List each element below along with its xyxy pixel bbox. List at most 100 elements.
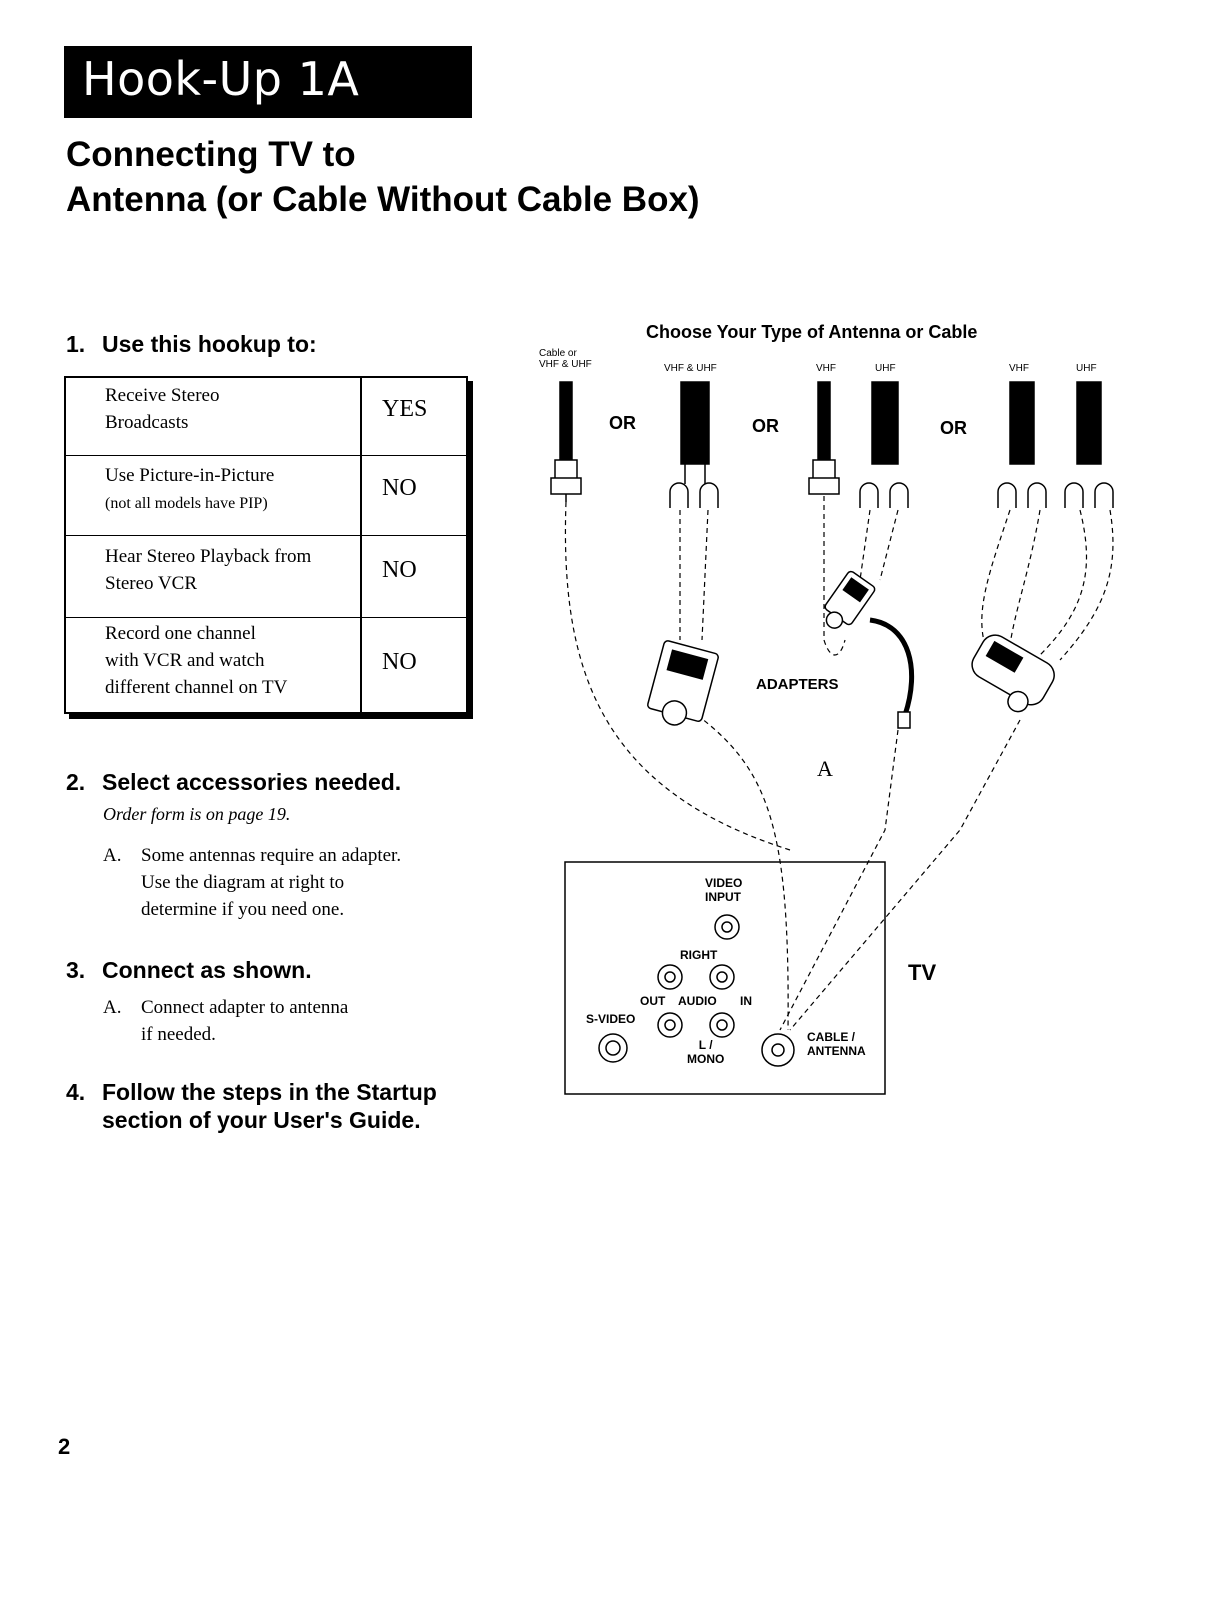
step-text: Use this hookup to: [102,331,317,357]
table-row: Receive Stereo Broadcasts YES [66,378,466,456]
step-number: 3. [66,957,86,983]
feature-cell: Record one channel with VCR and watch di… [105,620,287,701]
hookup-banner: Hook-Up 1A [64,46,472,118]
audio-label: AUDIO [678,994,717,1008]
step-3: 3. Connect as shown. [66,956,312,984]
adapter-letter: A [817,756,833,781]
feature-text: Use Picture-in-Picture [105,465,275,486]
step-text: Follow the steps in the Startup section … [102,1078,437,1134]
vhf-label: VHF [1009,363,1029,374]
audio-out-left-jack-icon [657,1012,683,1038]
item-letter: A. [103,845,122,866]
cable-antenna-label: CABLE / ANTENNA [807,1030,866,1058]
step-text: Connect as shown. [102,957,312,983]
item-text: if needed. [141,1024,216,1045]
diagram-heading: Choose Your Type of Antenna or Cable [646,322,978,342]
cable-label-line: VHF & UHF [539,359,592,370]
uhf-label: UHF [1076,363,1097,374]
panel-label: ANTENNA [807,1044,866,1058]
adapter-icon [971,634,1055,713]
accessory-item: A. Some antennas require an adapter. Use… [103,842,483,926]
step-number: 2. [66,769,86,795]
connect-item: A. Connect adapter to antenna if needed. [103,994,483,1050]
title-line-2: Antenna (or Cable Without Cable Box) [66,180,700,219]
table-row: Record one channel with VCR and watch di… [66,617,466,712]
value-cell: NO [382,649,417,675]
item-text: Connect adapter to antenna [141,997,349,1018]
table-row: Hear Stereo Playback from Stereo VCR NO [66,535,466,618]
page-number: 2 [58,1434,71,1459]
feature-cell: Hear Stereo Playback from Stereo VCR [105,543,311,597]
tv-label: TV [908,960,937,985]
table-divider [360,378,362,712]
step-text: Select accessories needed. [102,769,402,795]
banner-title: Hook-Up 1A [82,52,360,106]
or-label: OR [940,418,967,438]
coax-cable-icon [808,381,840,495]
feature-text: Stereo VCR [105,573,198,594]
item-text: Some antennas require an adapter. [141,845,402,866]
step-text-line: Follow the steps in the Startup [102,1079,437,1105]
cable-label-line: Cable or [539,348,577,359]
value-cell: YES [382,396,428,422]
wiring-illustration [550,381,1114,1095]
tv-back-panel [564,861,886,1095]
item-body: Some antennas require an adapter. Use th… [141,842,401,923]
s-video-label: S-VIDEO [586,1012,636,1026]
twin-lead-icon [669,381,719,508]
step-2: 2. Select accessories needed. [66,768,401,796]
s-video-jack-icon [598,1033,628,1063]
feature-text: with VCR and watch [105,650,265,671]
page-title: Connecting TV to Antenna (or Cable Witho… [66,132,700,222]
hookup-diagram: Choose Your Type of Antenna or Cable Cab… [520,310,1160,1110]
twin-lead-icon [859,381,909,508]
step-1: 1. Use this hookup to: [66,330,317,358]
or-label: OR [609,413,636,433]
table-row: Use Picture-in-Picture (not all models h… [66,455,466,536]
audio-in-right-jack-icon [709,964,735,990]
feature-cell: Receive Stereo Broadcasts [105,382,219,436]
feature-text: Hear Stereo Playback from [105,546,312,567]
adapter-icon [647,640,719,726]
panel-label: L / [698,1038,713,1052]
panel-label: MONO [687,1052,725,1066]
step-4: 4. Follow the steps in the Startup secti… [66,1078,437,1134]
cable-antenna-jack-icon [761,1033,795,1067]
item-letter: A. [103,997,122,1018]
title-line-1: Connecting TV to [66,135,356,174]
step-number: 4. [66,1079,86,1105]
feature-text: Record one channel [105,623,256,644]
value-cell: NO [382,557,417,583]
twin-lead-icon [1064,381,1114,508]
panel-label: CABLE / [807,1030,855,1044]
hookup-table: Receive Stereo Broadcasts YES Use Pictur… [64,376,468,714]
vhf-label: VHF [816,363,836,374]
order-form-note: Order form is on page 19. [103,804,291,824]
feature-cell: Use Picture-in-Picture (not all models h… [105,462,274,517]
out-label: OUT [640,994,666,1008]
audio-in-left-jack-icon [709,1012,735,1038]
in-label: IN [740,994,752,1008]
video-input-label: VIDEO INPUT [705,876,742,904]
value-cell: NO [382,475,417,501]
mono-label: L / MONO [687,1038,724,1066]
or-label: OR [752,416,779,436]
feature-text: different channel on TV [105,677,288,698]
vhf-uhf-label: VHF & UHF [664,363,717,374]
cable-label: Cable or VHF & UHF [539,348,592,370]
video-input-jack-icon [714,914,740,940]
feature-note: (not all models have PIP) [105,495,268,512]
item-body: Connect adapter to antenna if needed. [141,994,348,1048]
uhf-label: UHF [875,363,896,374]
item-text: determine if you need one. [141,899,345,920]
step-number: 1. [66,331,86,357]
right-label: RIGHT [680,948,718,962]
step-text-line: section of your User's Guide. [102,1107,421,1133]
panel-label: VIDEO [705,876,743,890]
adapters-label: ADAPTERS [756,676,839,693]
coax-cable-icon [550,381,582,502]
panel-label: INPUT [705,890,741,904]
feature-text: Receive Stereo [105,385,220,406]
adapter-icon [824,570,876,629]
item-text: Use the diagram at right to [141,872,345,893]
